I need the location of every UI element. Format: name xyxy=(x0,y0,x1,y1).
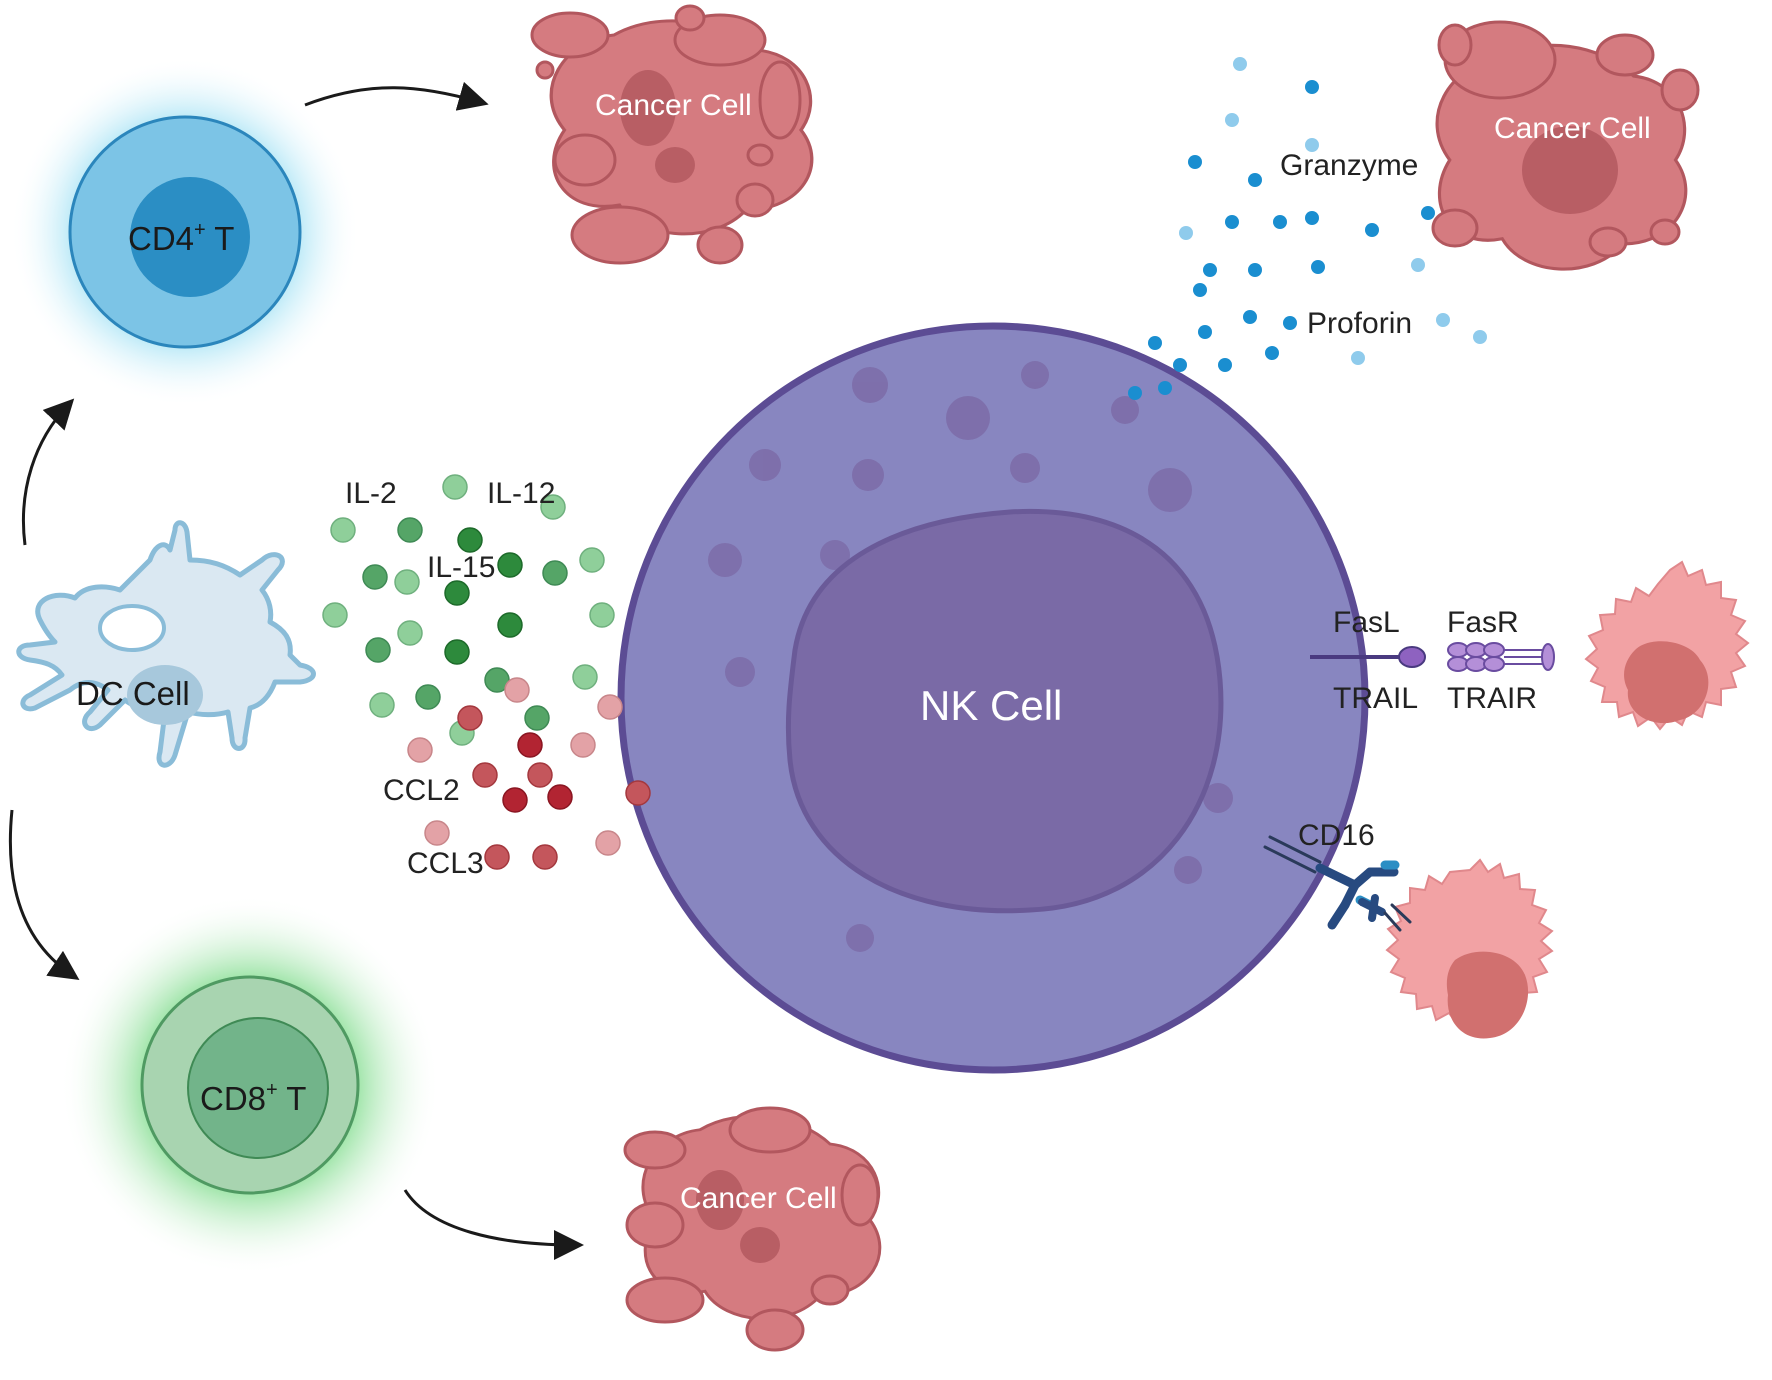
fasr-trimer xyxy=(1447,642,1505,672)
cd16-antibody xyxy=(1315,863,1399,930)
fasl-label: FasL xyxy=(1333,606,1400,639)
target-cd16-nucleus xyxy=(1446,951,1529,1039)
cancer-top-label: Cancer Cell xyxy=(595,89,752,122)
cd4-label: CD4+ T xyxy=(128,219,234,257)
nk-nucleus xyxy=(785,508,1224,914)
il12-label: IL-12 xyxy=(487,477,555,510)
nk-label: NK Cell xyxy=(920,682,1062,729)
cancer-bottom-label: Cancer Cell xyxy=(680,1182,837,1215)
granules-dark xyxy=(1128,80,1435,400)
ccl3-label: CCL3 xyxy=(407,847,484,880)
nk-granules xyxy=(708,361,1233,952)
trair-label: TRAIR xyxy=(1447,682,1537,715)
trail-label: TRAIL xyxy=(1333,682,1418,715)
cytokines-dark xyxy=(444,527,523,665)
il15-label: IL-15 xyxy=(427,551,495,584)
granzyme-label: Granzyme xyxy=(1280,149,1418,182)
chemokines-dark xyxy=(502,732,573,813)
cd16-label: CD16 xyxy=(1298,819,1375,852)
dc-nucleus xyxy=(127,665,203,725)
cd16-antibody-complex: CD16 xyxy=(1263,819,1412,932)
arrows xyxy=(8,81,584,1260)
target-fas-nucleus xyxy=(1624,641,1709,724)
fasl-head xyxy=(1398,646,1426,668)
fasr-label: FasR xyxy=(1447,606,1519,639)
arrow-cd8-to-cancer xyxy=(403,1189,584,1260)
cancer-topright-label: Cancer Cell xyxy=(1494,112,1651,145)
il2-label: IL-2 xyxy=(345,477,397,510)
cancer-cell-bottom: Cancer Cell xyxy=(623,1106,882,1352)
dc-vacuole xyxy=(98,604,166,652)
fasr-stalks xyxy=(1504,649,1548,665)
cytokines-mid xyxy=(362,517,568,731)
dc-membrane xyxy=(16,520,316,768)
proforin-label: Proforin xyxy=(1307,307,1412,340)
cd8-nucleus xyxy=(187,1017,329,1159)
cd8-label: CD8+ T xyxy=(200,1079,306,1117)
arrow-dc-to-cd4 xyxy=(21,398,75,546)
chemokines-light xyxy=(407,677,623,856)
target-cell-cd16 xyxy=(1385,858,1554,1039)
ccl2-label: CCL2 xyxy=(383,774,460,807)
cd16-receptor-stalk xyxy=(1263,835,1322,874)
cancer-cell-topright: Cancer Cell xyxy=(1431,20,1700,271)
cd4-t-cell: CD4+ T xyxy=(10,57,360,407)
dc-cell: DC Cell xyxy=(16,520,316,768)
arrow-dc-to-cd8 xyxy=(8,809,80,981)
granzyme-perforin-granules: Granzyme Proforin xyxy=(1128,57,1487,400)
dc-label: DC Cell xyxy=(76,675,190,712)
target-cell-fas xyxy=(1584,560,1750,731)
granules-light xyxy=(1179,57,1487,365)
cytokines-light xyxy=(322,474,615,746)
cytokines: IL-2 IL-12 IL-15 CCL2 CCL3 xyxy=(322,474,651,880)
cd4-nucleus xyxy=(130,177,250,297)
arrow-cd4-to-cancer xyxy=(304,81,489,111)
cd16-antigen-stalk xyxy=(1383,903,1412,932)
cd8-t-cell: CD8+ T xyxy=(60,895,440,1275)
cancer-cell-top: Cancer Cell xyxy=(530,4,814,265)
fasl-fasr-receptor: FasL FasR TRAIL TRAIR xyxy=(1310,606,1555,715)
fasr-anchor xyxy=(1541,643,1555,671)
nk-cell: NK Cell xyxy=(617,322,1369,1074)
chemokines-mid xyxy=(457,705,651,870)
cd16-fab-arm xyxy=(1358,894,1386,922)
